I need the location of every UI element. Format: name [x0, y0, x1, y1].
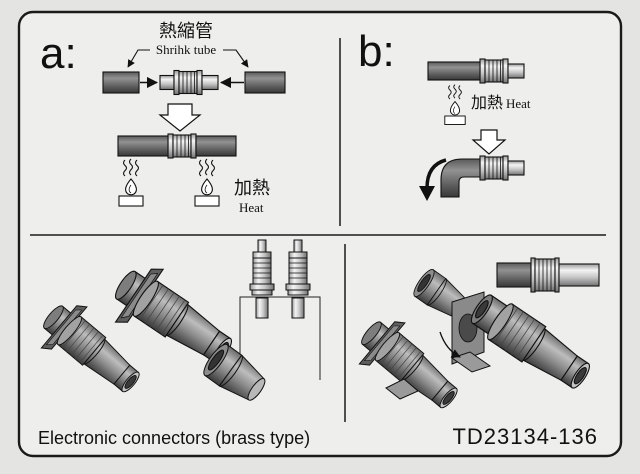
- caption: Electronic connectors (brass type): [38, 428, 310, 448]
- shrink-tube-bent: [440, 158, 481, 198]
- heat-label-en: Heat: [506, 96, 531, 111]
- shrink-tube-straight: [427, 61, 481, 81]
- mounting-bracket: [450, 351, 492, 373]
- shrink-tube-right: [244, 71, 286, 94]
- panel-b: b: 加熱 Heat: [358, 27, 531, 201]
- panel-parts-left: [29, 239, 321, 410]
- assembly-arrow: [439, 331, 461, 358]
- bend-arrow-icon: [419, 186, 435, 201]
- heat-label-zh: 加熱: [234, 178, 270, 199]
- shrink-tube-label-en: Shrihk tube: [156, 42, 217, 57]
- connector-side-view-large: [496, 257, 600, 293]
- shrink-tube-label-zh: 熱縮管: [159, 21, 213, 42]
- panel-a: a: 熱縮管 Shrihk tube 加熱 Heat: [40, 21, 286, 215]
- leader-arrow-left: [127, 49, 150, 68]
- step-down-arrow: [158, 103, 202, 132]
- leader-arrow-right: [223, 49, 249, 68]
- panel-a-label: a:: [40, 29, 77, 78]
- heat-label-en: Heat: [239, 200, 264, 215]
- step-down-arrow: [471, 129, 507, 155]
- heat-label-zh: 加熱: [471, 93, 503, 112]
- shrink-tube-left: [102, 71, 140, 94]
- panel-b-label: b:: [358, 27, 395, 76]
- mounting-bracket: [385, 378, 419, 400]
- shrink-tube-left-fitted: [117, 135, 169, 157]
- panel-parts-right: [347, 257, 600, 426]
- mounting-panel-outline: [239, 296, 321, 380]
- bend-arrow-shaft: [425, 158, 447, 189]
- part-number: TD23134-136: [452, 424, 598, 449]
- shrink-tube-right-fitted: [195, 135, 237, 157]
